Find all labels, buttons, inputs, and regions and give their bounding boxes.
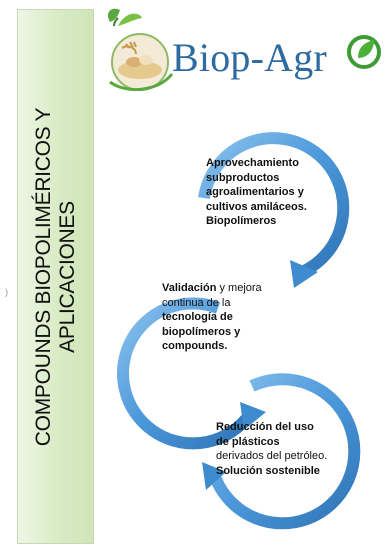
cycle-step-3-text-1: Reducción del uso de plásticos [216,421,314,448]
title-banner: COMPOUNDS BIOPOLIMÉRICOS Y APLICACIONES [17,9,94,544]
cycle-step-3: Reducción del uso de plásticos derivados… [216,420,328,478]
circular-arrows [117,132,361,530]
banner-title-line1: COMPOUNDS BIOPOLIMÉRICOS Y [31,107,55,446]
arrowhead-3 [202,462,226,490]
biop-agro-logo: Biop-Agr [96,4,382,94]
stray-mark: ) [5,287,8,297]
leaf-circle-icon [347,35,381,69]
cycle-step-2-text-3: tecnología de biopolímeros y compounds. [162,311,241,352]
cycle-step-2-text-2: y mejora continua de la [162,282,262,309]
cycle-step-3-text-2: derivados del petróleo. [216,450,328,462]
cycle-arrow-1 [198,132,350,278]
banner-title-line2: APLICACIONES [55,200,79,353]
banner-title: COMPOUNDS BIOPOLIMÉRICOS Y APLICACIONES [32,17,80,537]
cycle-step-2-text-1: Validación [162,282,217,294]
cycle-arrow-3 [208,373,361,530]
wheat-leaf-logo-icon [107,8,381,92]
cycle-arrow-2 [117,297,255,450]
cycle-step-3-text-3: Solución sostenible [216,464,320,477]
arrowhead-2 [240,402,266,430]
cycle-diagram [94,96,386,549]
cycle-step-2: Validación y mejora continua de la tecno… [162,281,274,354]
cycle-step-1-text-1: Aprovechamiento subproductos agroaliment… [206,157,307,227]
logo-wordmark: Biop-Agr [172,35,327,80]
arrowhead-1 [290,260,318,288]
cycle-step-1: Aprovechamiento subproductos agroaliment… [206,156,336,229]
